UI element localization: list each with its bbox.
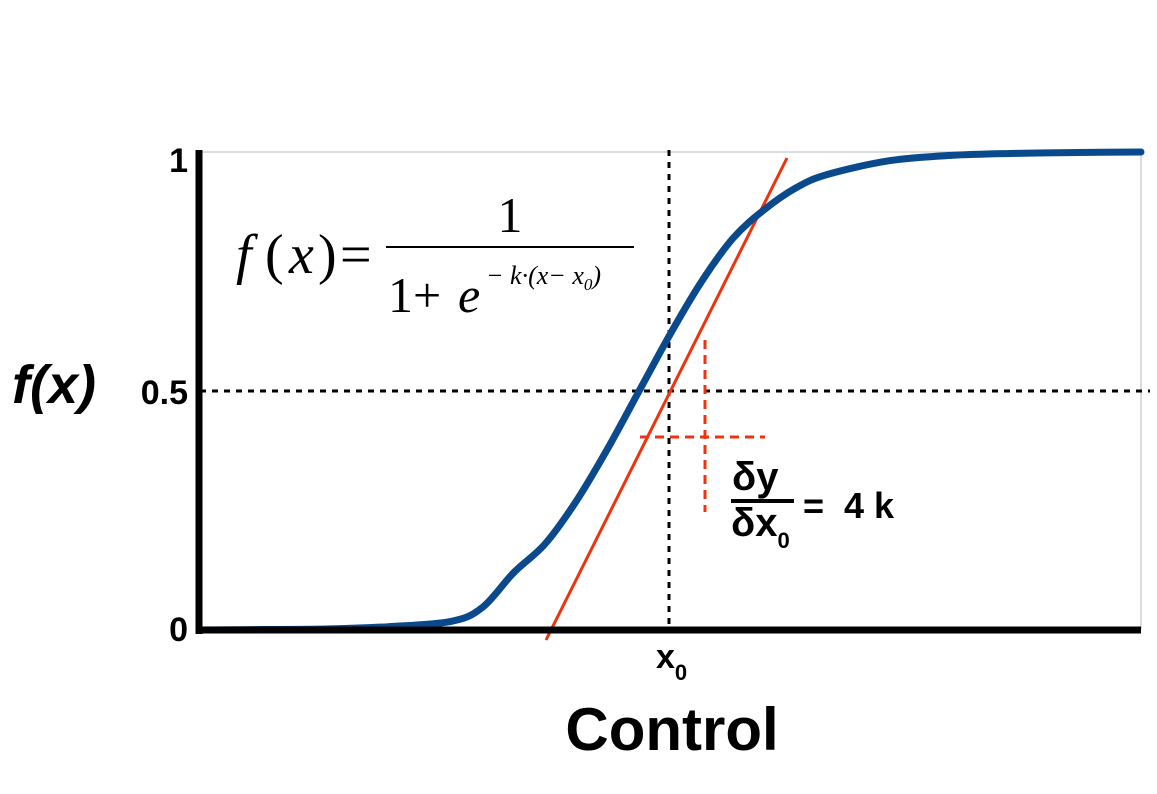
formula-exponent-main: − k·(x− x: [486, 261, 584, 290]
formula-paren-close: ): [318, 224, 337, 286]
y-tick-0-5: 0.5: [141, 374, 188, 412]
formula-paren-open: (: [265, 224, 284, 286]
y-tick-1: 1: [169, 142, 188, 180]
y-tick-0: 0: [169, 611, 188, 649]
x-tick-sub: 0: [675, 660, 687, 685]
formula-denominator-base: 1+: [388, 267, 441, 323]
formula-var-x: x: [288, 224, 314, 286]
formula-equals: =: [340, 224, 372, 286]
x-axis-label: Control: [565, 696, 778, 763]
derivative-den-main: δx: [731, 501, 778, 545]
derivative-annotation: δy δx0 = 4 k: [731, 455, 895, 553]
derivative-den-sub: 0: [778, 528, 790, 553]
formula-exponent-sub: 0: [584, 275, 593, 294]
formula-exponent: − k·(x− x0): [486, 261, 601, 294]
derivative-rhs: = 4 k: [803, 485, 895, 526]
formula-numerator: 1: [498, 187, 523, 243]
formula-denominator-e: e: [458, 267, 480, 323]
sigmoid-curve: [196, 148, 1145, 634]
formula-lhs-f: f: [236, 224, 259, 286]
derivative-numerator: δy: [732, 455, 779, 499]
logistic-formula: f ( x ) = 1 1+ e − k·(x− x0): [236, 187, 634, 323]
x-tick-main: x: [656, 638, 675, 676]
derivative-denominator: δx0: [731, 501, 790, 553]
x-tick-x0: x0: [656, 638, 687, 685]
tangent-line: [544, 157, 789, 641]
y-axis-label: f(x): [12, 355, 96, 415]
formula-exponent-close: ): [590, 261, 601, 290]
